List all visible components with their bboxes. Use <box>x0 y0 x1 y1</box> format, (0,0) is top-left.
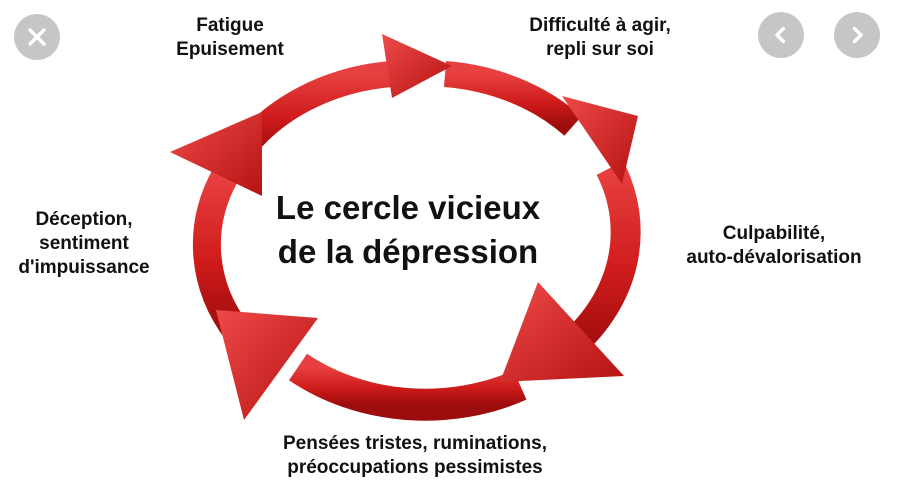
cycle-arrowhead <box>562 96 638 184</box>
cycle-ring-segment <box>289 353 527 421</box>
step-label-line: Fatigue <box>196 15 264 36</box>
close-button[interactable] <box>14 14 60 60</box>
step-label-line: Epuisement <box>176 39 284 60</box>
cycle-arrowhead <box>500 282 624 382</box>
step-label-line: Culpabilité, <box>722 223 826 244</box>
cycle-arrowhead <box>382 34 452 98</box>
step-label-line: Pensées tristes, ruminations, <box>283 433 547 454</box>
step-label-line: Déception, <box>35 209 133 230</box>
step-label-pensees: Pensées tristes, ruminations, préoccupat… <box>250 432 580 480</box>
step-label-difficulte: Difficulté à agir, repli sur soi <box>500 14 700 62</box>
chevron-right-icon <box>852 26 863 44</box>
previous-image-button[interactable] <box>758 12 804 58</box>
step-label-line: sentiment <box>39 233 129 254</box>
diagram-title-line: de la dépression <box>277 233 539 270</box>
diagram-title: Le cercle vicieux de la dépression <box>238 186 578 274</box>
chevron-left-icon <box>775 26 786 44</box>
cycle-arrowhead <box>216 310 318 420</box>
step-label-line: auto-dévalorisation <box>686 247 862 268</box>
step-label-culpabilite: Culpabilité, auto-dévalorisation <box>660 222 888 270</box>
step-label-line: préoccupations pessimistes <box>287 457 543 478</box>
diagram-title-line: Le cercle vicieux <box>275 189 541 226</box>
step-label-deception: Déception, sentiment d'impuissance <box>0 208 168 280</box>
cycle-ring-segment <box>229 61 394 161</box>
step-label-line: repli sur soi <box>546 39 654 60</box>
step-label-fatigue: Fatigue Epuisement <box>160 14 300 62</box>
step-label-line: d'impuissance <box>18 257 150 278</box>
next-image-button[interactable] <box>834 12 880 58</box>
cycle-arrowhead <box>170 112 262 196</box>
close-icon <box>28 28 46 46</box>
cycle-ring-segment <box>192 169 250 342</box>
step-label-line: Difficulté à agir, <box>529 15 671 36</box>
cycle-ring-segment <box>443 61 582 136</box>
